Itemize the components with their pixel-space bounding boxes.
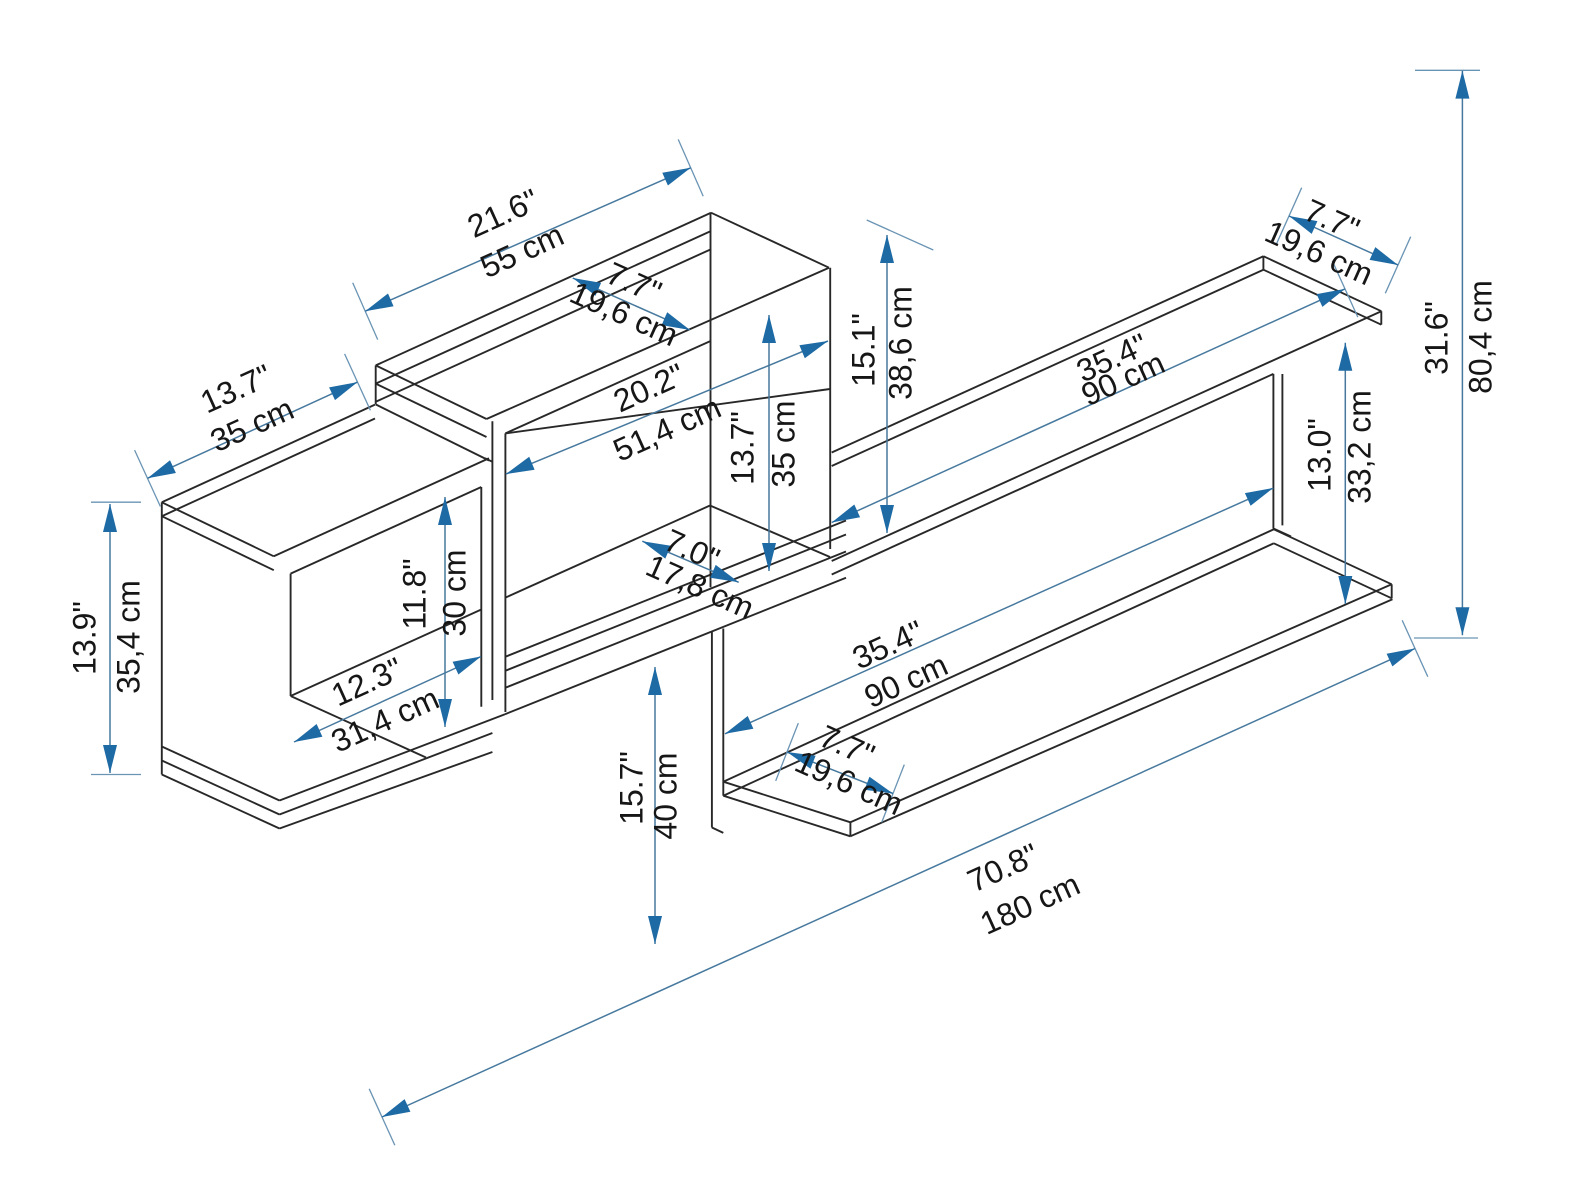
svg-text:31.6": 31.6" [1418,301,1454,375]
svg-text:13.9": 13.9" [66,601,102,675]
svg-text:30 cm: 30 cm [436,549,472,636]
svg-text:33,2 cm: 33,2 cm [1341,390,1377,504]
svg-text:13.0": 13.0" [1301,418,1337,492]
svg-text:40 cm: 40 cm [647,752,683,839]
svg-text:35 cm: 35 cm [765,400,801,487]
svg-text:38,6 cm: 38,6 cm [882,286,918,400]
svg-text:35,4 cm: 35,4 cm [110,580,146,694]
svg-text:15.1": 15.1" [845,313,881,387]
svg-text:15.7": 15.7" [613,751,649,825]
svg-text:11.8": 11.8" [396,558,432,629]
svg-text:13.7": 13.7" [724,411,760,485]
svg-text:80,4 cm: 80,4 cm [1462,280,1498,394]
